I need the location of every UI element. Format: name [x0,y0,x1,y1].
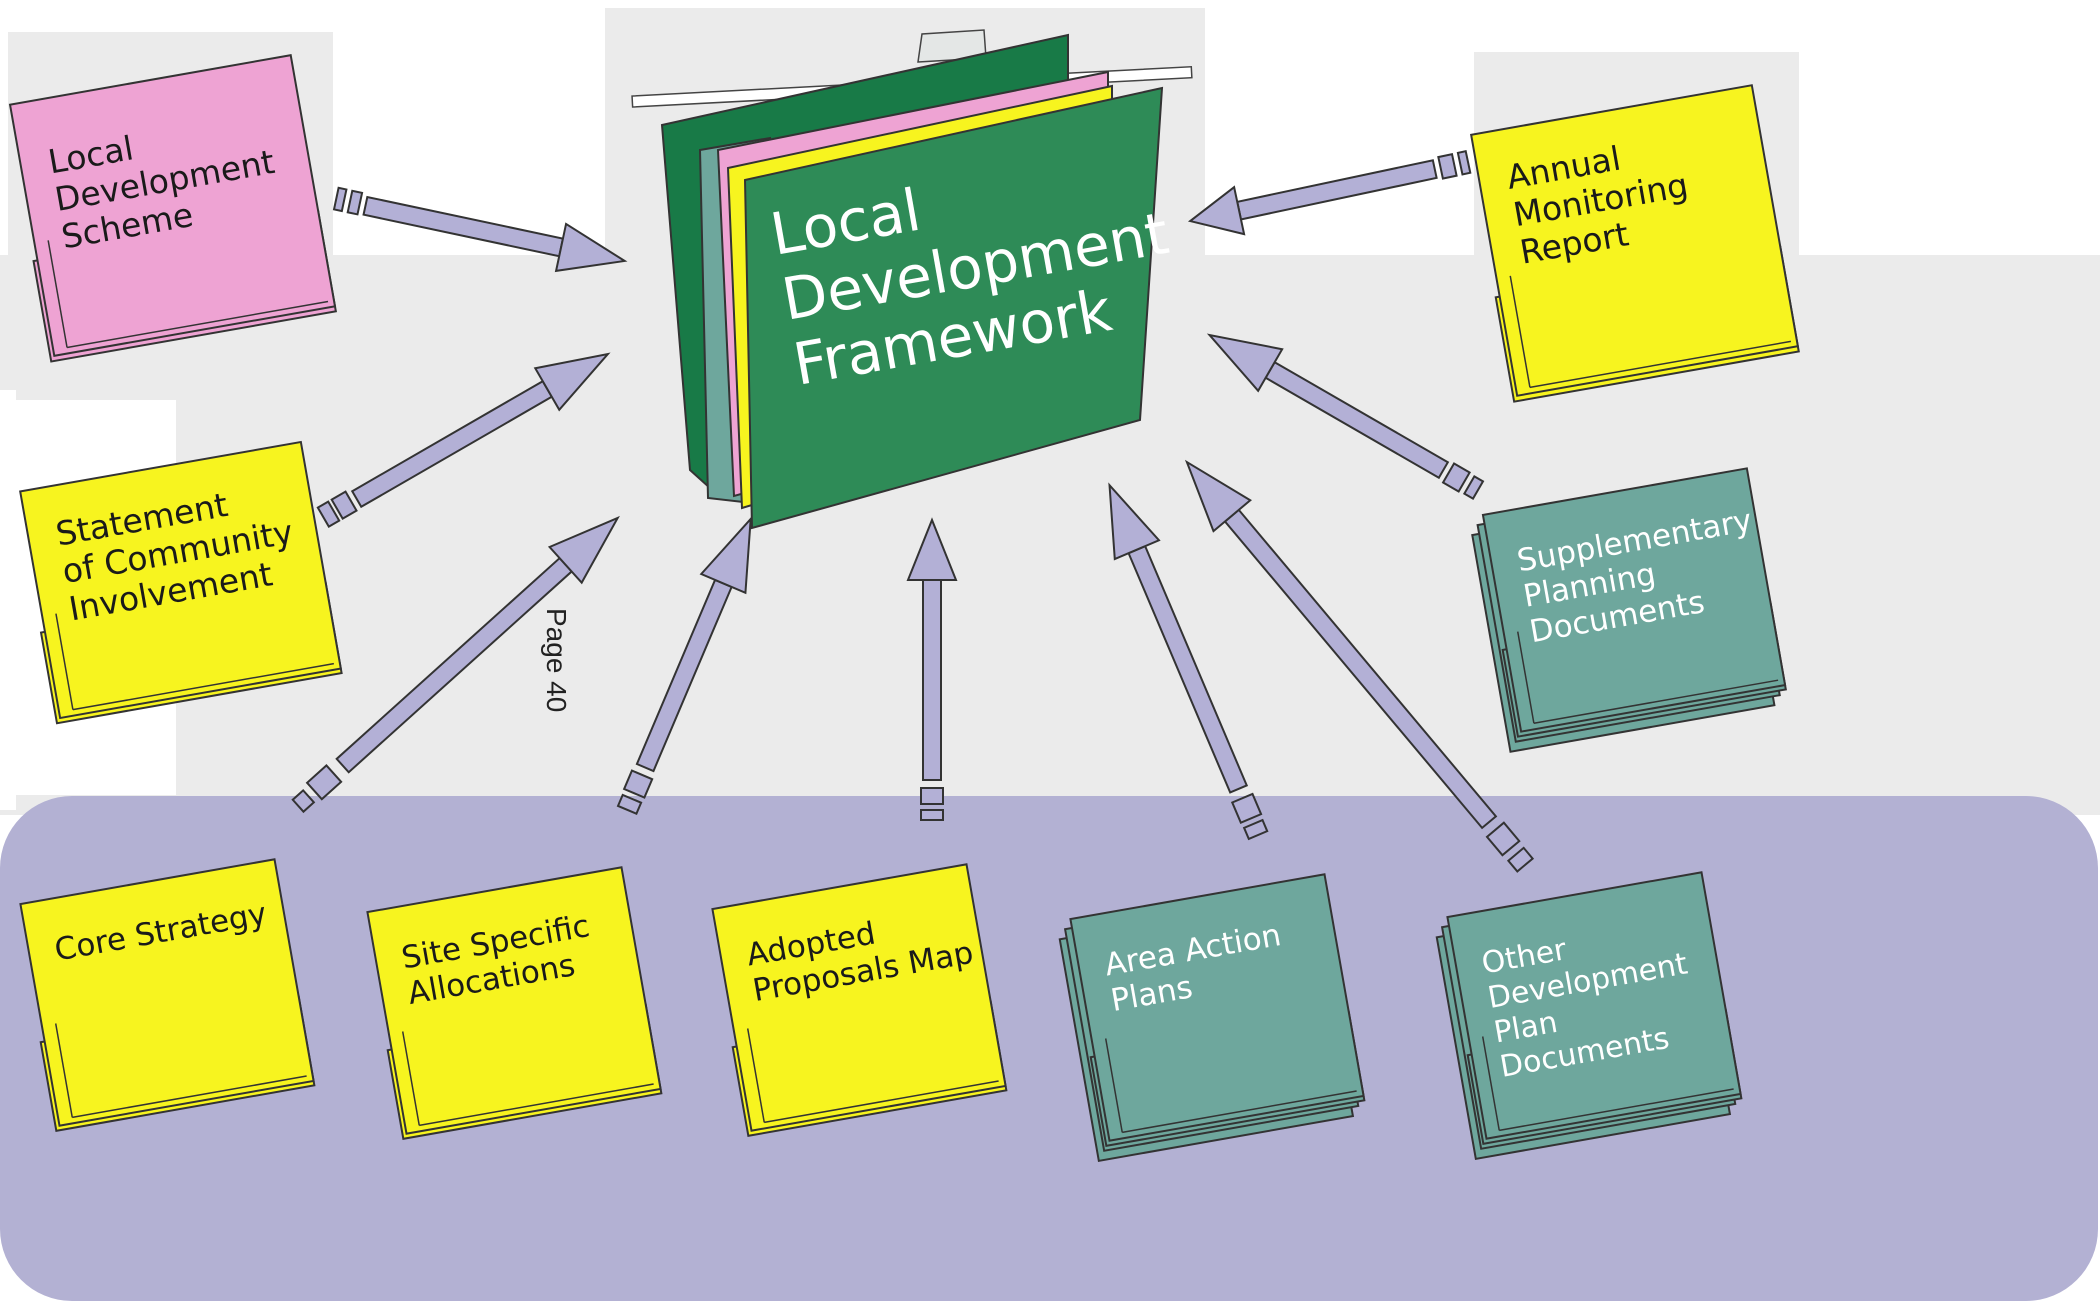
arrow-dash [291,788,316,814]
folder-front [8,54,337,357]
arrow-dash [920,809,944,821]
background-left-gap [0,390,16,810]
arrow-dash [346,189,364,216]
arrow-dash [1506,846,1535,873]
folder-front [1069,873,1365,1142]
arrow-ssa [616,516,752,816]
arrow-head [1184,459,1252,533]
arrow-dash [332,186,348,213]
arrow-dash [305,764,343,801]
folder-inner-line [764,1080,999,1124]
arrow-apm [906,517,958,821]
arrow-head [699,516,752,595]
central-file: Local Development Framework [631,29,1193,530]
front-folder [743,86,1164,530]
folder-inner-line [1529,340,1792,389]
folder-front [1481,467,1787,733]
folder-oth: OtherDevelopmentPlanDocuments [1435,871,1743,1161]
arrow-dash [1242,818,1269,841]
arrow-dash [1437,152,1458,180]
arrow-head [906,517,958,581]
arrow-core [291,515,620,814]
arrow-head [554,222,628,273]
folder-inner-line [1533,679,1779,724]
arrow-shaft [922,579,942,781]
folder-inner-line [746,1028,765,1123]
folder-inner-line [1481,1036,1500,1131]
folder-core: Core Strategy [19,858,316,1132]
arrow-head [1206,333,1284,393]
arrow-amr [1187,150,1472,236]
page-number: Page 40 [541,608,572,713]
folder-front [19,858,315,1127]
folder-inner-line [401,1031,420,1126]
arrow-oth [1184,459,1535,873]
folder-front [366,866,662,1135]
folder-inner-line [72,1075,307,1119]
arrow-lds [332,186,628,273]
arrows [291,150,1535,873]
folder-front [19,440,342,720]
folder-sci: Statementof CommunityInvolvement [19,440,343,725]
arrow-dash [1456,150,1472,176]
arrow-shaft [1236,159,1438,221]
arrow-spd [1206,333,1485,501]
arrow-dash [1485,821,1521,857]
folder-inner-line [1499,1088,1734,1132]
folder-label-sci: Statementof CommunityInvolvement [53,475,303,629]
arrow-dash [1441,462,1472,493]
folder-inner-line [55,613,74,710]
folder-aap: Area ActionPlans [1058,873,1366,1163]
folder-inner-line [1509,275,1531,388]
arrow-dash [1462,474,1485,501]
bottom-panel [0,796,2098,1301]
folder-inner-line [47,240,68,348]
arrow-dash [330,490,358,521]
arrow-head [547,515,620,585]
arrow-dash [316,500,341,529]
folder-front [711,863,1007,1132]
folder-amr: AnnualMonitoringReport [1469,84,1800,403]
arrow-dash [1230,792,1263,825]
arrow-dash [622,769,654,799]
folder-inner-line [419,1083,654,1127]
arrow-dash [920,787,944,805]
folder-inner-line [1516,631,1535,724]
folder-front [1469,84,1800,397]
arrow-sci [316,352,611,529]
folder-apm: AdoptedProposals Map [711,863,1008,1137]
folder-lds: LocalDevelopmentScheme [8,54,338,363]
folder-ssa: Site SpecificAllocations [366,866,663,1140]
folder-inner-line [1122,1090,1357,1134]
folder-inner-line [72,662,334,711]
folder-inner-line [1104,1038,1123,1133]
arrow-shaft [362,195,565,258]
folder-front [1446,871,1742,1140]
folder-inner-line [66,300,329,349]
arrow-aap [1108,482,1269,841]
arrow-head [533,352,611,412]
folder-spd: SupplementaryPlanningDocuments [1471,467,1787,753]
arrow-dash [616,793,643,816]
arrow-head [1108,482,1161,561]
folder-inner-line [54,1023,73,1118]
arrow-head [1187,185,1246,236]
